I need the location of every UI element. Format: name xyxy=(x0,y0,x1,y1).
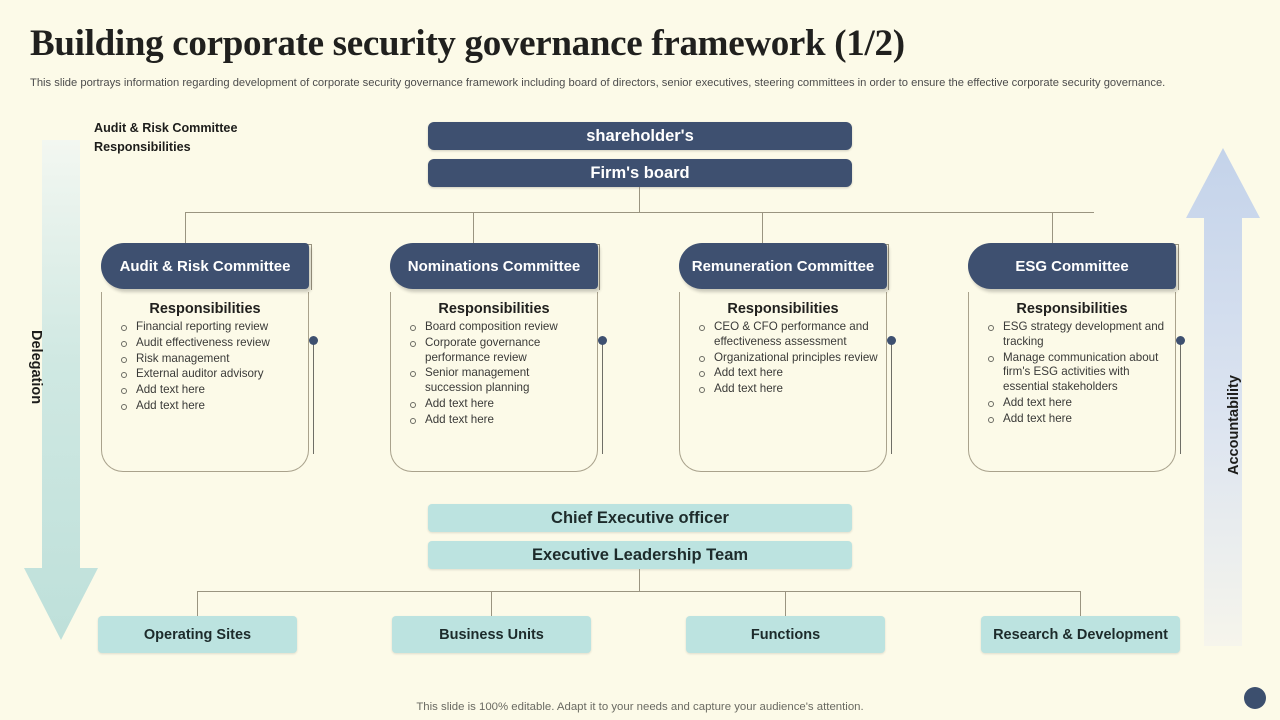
page-subtitle: This slide portrays information regardin… xyxy=(30,77,1166,89)
card-anchor-dot-icon xyxy=(1176,336,1185,345)
accountability-arrow-icon xyxy=(1186,148,1260,646)
list-item: Risk management xyxy=(110,352,300,367)
connector-drop-2b xyxy=(599,244,600,290)
card-anchor-dot-icon xyxy=(309,336,318,345)
connector-drop-4 xyxy=(1052,212,1053,245)
committee-card-remuneration[interactable]: Remuneration Committee Responsibilities … xyxy=(679,243,896,472)
card-anchor-line xyxy=(313,344,314,454)
node-business-units[interactable]: Business Units xyxy=(392,616,591,653)
list-item: Add text here xyxy=(688,382,878,397)
caption-line-1: Audit & Risk Committee xyxy=(94,121,238,135)
committee-body-esg: Responsibilities ESG strategy developmen… xyxy=(968,292,1185,472)
list-item: Add text here xyxy=(977,412,1167,427)
node-functions[interactable]: Functions xyxy=(686,616,885,653)
connector-bus-bottom xyxy=(197,591,1081,592)
responsibilities-heading: Responsibilities xyxy=(727,301,839,317)
committee-card-nominations[interactable]: Nominations Committee Responsibilities B… xyxy=(390,243,607,472)
node-operating-sites[interactable]: Operating Sites xyxy=(98,616,297,653)
node-research-development[interactable]: Research & Development xyxy=(981,616,1180,653)
connector-drop-3 xyxy=(762,212,763,245)
list-item: Organizational principles review xyxy=(688,351,878,366)
responsibilities-heading: Responsibilities xyxy=(438,301,550,317)
list-item: Add text here xyxy=(110,383,300,398)
committee-header-remuneration[interactable]: Remuneration Committee xyxy=(679,243,887,289)
connector-div-drop-2 xyxy=(491,591,492,616)
card-anchor-dot-icon xyxy=(887,336,896,345)
card-anchor-line xyxy=(891,344,892,454)
responsibilities-list-esg: ESG strategy development and tracking Ma… xyxy=(977,320,1167,427)
node-shareholders[interactable]: shareholder's xyxy=(428,122,852,150)
node-chief-executive-officer[interactable]: Chief Executive officer xyxy=(428,504,852,532)
connector-elt-stem xyxy=(639,569,640,591)
responsibilities-list-remuneration: CEO & CFO performance and effectiveness … xyxy=(688,320,878,397)
connector-drop-1b xyxy=(311,244,312,290)
connector-drop-3b xyxy=(888,244,889,290)
card-anchor-line xyxy=(1180,344,1181,454)
list-item: Add text here xyxy=(688,366,878,381)
corner-dot-icon xyxy=(1244,687,1266,709)
node-firms-board[interactable]: Firm's board xyxy=(428,159,852,187)
connector-board-stem xyxy=(639,187,640,213)
committee-card-audit-risk[interactable]: Audit & Risk Committee Responsibilities … xyxy=(101,243,318,472)
committee-header-nominations[interactable]: Nominations Committee xyxy=(390,243,598,289)
list-item: Board composition review xyxy=(399,320,589,335)
responsibilities-list-nominations: Board composition review Corporate gover… xyxy=(399,320,589,428)
connector-div-drop-3 xyxy=(785,591,786,616)
list-item: ESG strategy development and tracking xyxy=(977,320,1167,350)
list-item: Financial reporting review xyxy=(110,320,300,335)
list-item: Corporate governance performance review xyxy=(399,336,589,366)
list-item: Senior management succession planning xyxy=(399,366,589,396)
committee-card-esg[interactable]: ESG Committee Responsibilities ESG strat… xyxy=(968,243,1185,472)
node-executive-leadership-team[interactable]: Executive Leadership Team xyxy=(428,541,852,569)
list-item: Add text here xyxy=(110,399,300,414)
audit-risk-caption: Audit & Risk Committee Responsibilities xyxy=(94,119,284,157)
responsibilities-heading: Responsibilities xyxy=(149,301,261,317)
committee-body-audit-risk: Responsibilities Financial reporting rev… xyxy=(101,292,318,472)
committee-body-remuneration: Responsibilities CEO & CFO performance a… xyxy=(679,292,896,472)
list-item: Add text here xyxy=(399,397,589,412)
committee-header-audit-risk[interactable]: Audit & Risk Committee xyxy=(101,243,309,289)
responsibilities-list-audit-risk: Financial reporting review Audit effecti… xyxy=(110,320,300,414)
connector-div-drop-1 xyxy=(197,591,198,616)
footer-note: This slide is 100% editable. Adapt it to… xyxy=(416,701,864,713)
list-item: External auditor advisory xyxy=(110,367,300,382)
connector-drop-1 xyxy=(185,212,186,245)
committee-body-nominations: Responsibilities Board composition revie… xyxy=(390,292,607,472)
connector-bus-top xyxy=(185,212,1094,213)
caption-line-2: Responsibilities xyxy=(94,140,191,154)
list-item: Manage communication about firm's ESG ac… xyxy=(977,351,1167,395)
card-anchor-dot-icon xyxy=(598,336,607,345)
delegation-arrow-icon xyxy=(24,140,98,640)
list-item: Add text here xyxy=(977,396,1167,411)
list-item: Audit effectiveness review xyxy=(110,336,300,351)
committee-header-esg[interactable]: ESG Committee xyxy=(968,243,1176,289)
card-anchor-line xyxy=(602,344,603,454)
accountability-label: Accountability xyxy=(1226,375,1242,475)
list-item: CEO & CFO performance and effectiveness … xyxy=(688,320,878,350)
page-title: Building corporate security governance f… xyxy=(30,23,905,64)
responsibilities-heading: Responsibilities xyxy=(1016,301,1128,317)
connector-drop-4b xyxy=(1178,244,1179,290)
connector-div-drop-4 xyxy=(1080,591,1081,616)
connector-drop-2 xyxy=(473,212,474,245)
list-item: Add text here xyxy=(399,413,589,428)
delegation-label: Delegation xyxy=(28,330,44,405)
